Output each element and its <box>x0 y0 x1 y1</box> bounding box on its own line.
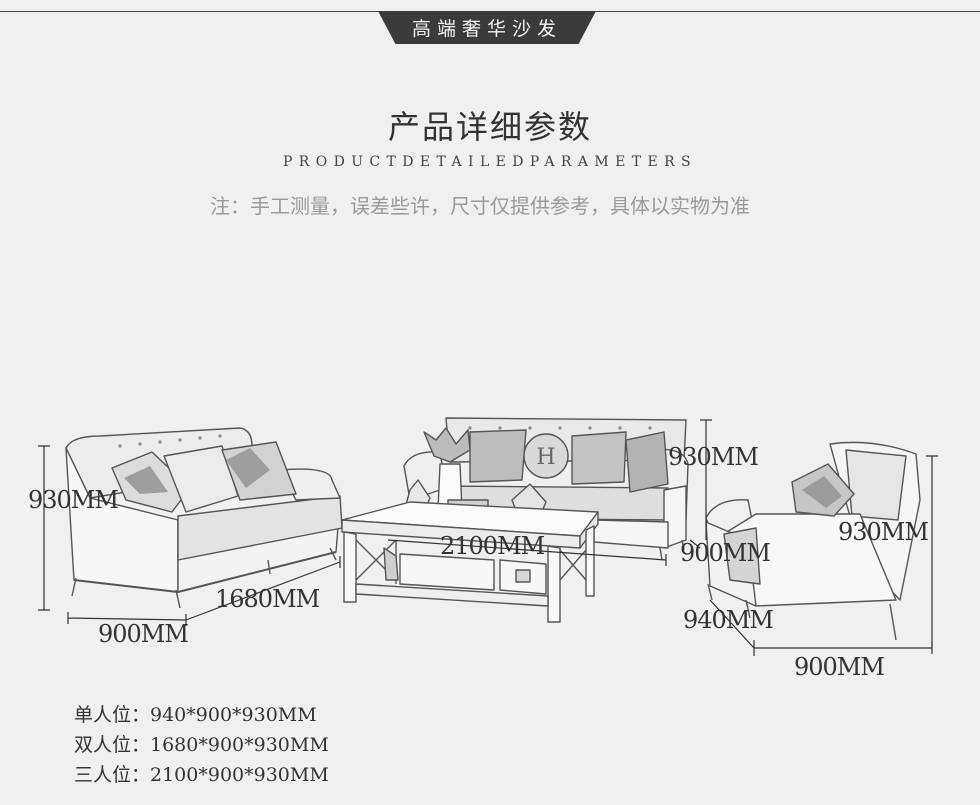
three-seat-width-label: 2100MM <box>440 532 545 560</box>
sofa-set-illustration: H <box>38 417 938 656</box>
armchair-drawing <box>705 441 921 641</box>
loveseat-height-label: 930MM <box>28 486 119 514</box>
loveseat-depth-label: 900MM <box>98 620 189 648</box>
coffee-table-drawing <box>341 501 599 623</box>
loveseat-width-label: 1680MM <box>215 585 320 613</box>
armchair-width-label: 940MM <box>683 606 774 634</box>
three-seat-depth-label: 900MM <box>680 539 771 567</box>
dimension-lines <box>38 419 938 656</box>
spec-single-seat: 单人位：940*900*930MM <box>74 704 317 726</box>
page-title: 产品详细参数 <box>387 108 592 146</box>
armchair-height-label: 930MM <box>838 518 929 546</box>
three-seat-sofa-drawing: H <box>403 417 689 561</box>
spec-double-seat: 双人位：1680*900*930MM <box>74 734 329 756</box>
page-subtitle: PRODUCTDETAILEDPARAMETERS <box>282 154 698 170</box>
three-seat-height-label: 930MM <box>668 443 759 471</box>
measurement-note: 注：手工测量，误差些许，尺寸仅提供参考，具体以实物为准 <box>210 194 750 218</box>
spec-triple-seat: 三人位：2100*900*930MM <box>74 764 329 786</box>
armchair-depth-label: 900MM <box>794 653 885 681</box>
pillow-emblem: H <box>536 445 555 470</box>
category-tab: 高端奢华沙发 <box>378 11 596 44</box>
loveseat-drawing <box>65 427 343 609</box>
